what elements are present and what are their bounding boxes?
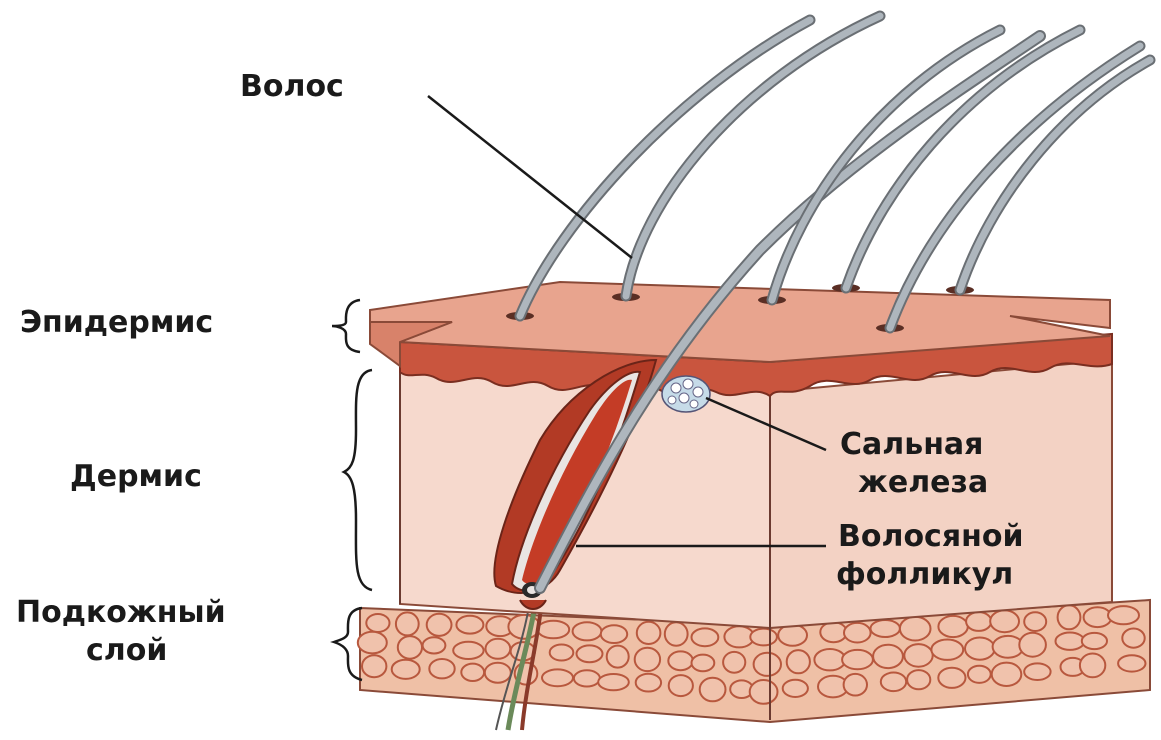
epidermis-brace <box>332 300 360 352</box>
fat-lobule <box>938 616 967 637</box>
fat-lobule <box>637 622 661 644</box>
fat-lobule <box>461 664 484 681</box>
fat-lobule <box>668 651 693 670</box>
fat-lobule <box>965 638 995 660</box>
fat-lobule <box>783 680 808 697</box>
fat-lobule <box>754 653 781 676</box>
fat-lobule <box>456 616 483 634</box>
fat-lobule <box>1024 612 1046 631</box>
fat-lobule <box>992 663 1022 686</box>
fat-lobule <box>904 644 932 667</box>
fat-lobule <box>366 614 389 632</box>
fat-lobule <box>723 652 745 673</box>
fat-lobule <box>820 622 846 642</box>
fat-lobule <box>966 612 991 631</box>
label-follicle-line2: фолликул <box>836 556 1013 594</box>
label-sebaceous-line1: Сальная <box>840 426 983 464</box>
fat-lobule <box>574 670 600 686</box>
fat-lobule <box>692 628 719 646</box>
label-hair: Волос <box>240 68 344 106</box>
hair-leader-line <box>428 96 632 258</box>
fat-lobule <box>362 655 386 677</box>
fat-lobule <box>423 637 446 653</box>
fat-lobule <box>550 645 574 661</box>
fat-lobule <box>900 617 931 641</box>
fat-lobule <box>990 610 1019 632</box>
fat-lobule <box>907 670 930 689</box>
fat-lobule <box>1056 633 1085 650</box>
fat-lobule <box>542 669 573 686</box>
fat-lobule <box>635 648 660 671</box>
fat-lobule <box>1058 605 1081 629</box>
fat-lobule <box>787 650 810 673</box>
fat-lobule <box>669 675 693 696</box>
label-sebaceous-line2: железа <box>858 464 988 502</box>
fat-lobule <box>968 666 991 683</box>
fat-lobule <box>1080 654 1105 678</box>
label-epidermis: Эпидермис <box>20 304 213 342</box>
fat-lobule <box>844 674 867 696</box>
fat-lobule <box>429 659 454 678</box>
fat-lobule <box>601 625 627 643</box>
fat-lobule <box>392 660 420 679</box>
fat-lobule <box>871 620 900 637</box>
fat-lobule <box>750 680 778 704</box>
label-subcutaneous-line2: слой <box>86 632 167 670</box>
fat-lobule <box>358 632 387 654</box>
fat-lobule <box>814 649 845 670</box>
fat-lobule <box>486 639 511 659</box>
fat-lobule <box>398 636 422 659</box>
fat-lobule <box>538 621 570 639</box>
fat-lobule <box>665 622 688 645</box>
sebaceous-gland <box>662 376 710 412</box>
fat-lobule <box>577 645 603 662</box>
fat-lobule <box>931 640 963 660</box>
fat-lobule <box>1024 663 1050 680</box>
fat-lobule <box>873 645 903 668</box>
fat-lobule <box>700 678 726 702</box>
fat-lobule <box>750 629 777 646</box>
fat-lobule <box>427 614 452 636</box>
fat-lobule <box>1118 655 1145 671</box>
fat-lobule <box>881 673 906 692</box>
fat-lobule <box>636 674 661 692</box>
dermis-brace <box>344 370 372 590</box>
fat-lobule <box>692 655 715 672</box>
fat-lobule <box>485 663 511 683</box>
fat-lobule <box>598 674 629 690</box>
fat-lobule <box>844 623 871 643</box>
fat-lobule <box>573 622 602 640</box>
fat-lobule <box>842 650 873 669</box>
fat-lobule <box>1019 633 1046 657</box>
label-follicle-line1: Волосяной <box>838 518 1023 556</box>
fat-lobule <box>1108 606 1139 624</box>
label-subcutaneous-line1: Подкожный <box>16 594 226 632</box>
fat-lobule <box>1084 607 1112 627</box>
fat-lobule <box>1122 629 1144 648</box>
label-dermis: Дермис <box>70 458 202 496</box>
fat-lobule <box>607 646 629 668</box>
fat-lobule <box>938 668 965 688</box>
fat-lobule <box>396 612 419 635</box>
fat-lobule <box>1082 633 1107 649</box>
fat-lobule <box>453 642 483 659</box>
